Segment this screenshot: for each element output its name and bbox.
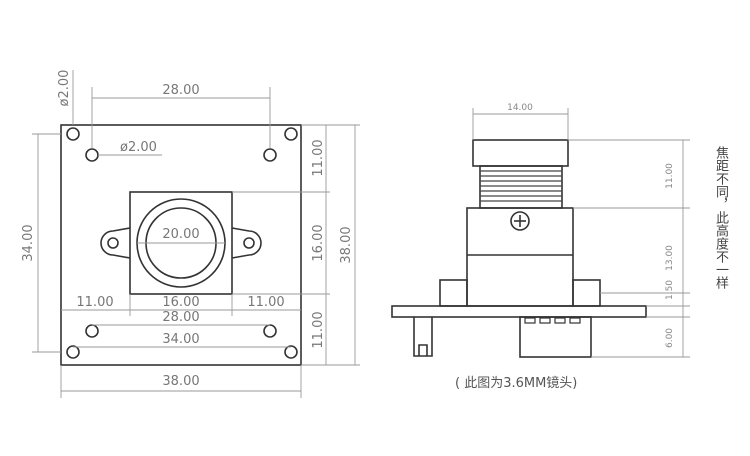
- mount-hole-top-right: [284, 127, 298, 141]
- dim-bottom-outer-hole-spacing: 34.00: [162, 332, 199, 347]
- lens-holder-square: [129, 191, 233, 295]
- ear-hole-right: [243, 237, 255, 249]
- front-view: 28.00 ø2.00 ø2.00 20.00 34.00 11.00 16.0…: [21, 70, 360, 398]
- lens-cap: [472, 139, 569, 167]
- focal-length-note: 焦距不同，此高度不一样: [713, 146, 728, 289]
- dim-bottom-hole-spacing: 28.00: [162, 310, 199, 325]
- side-view-caption: ( 此图为3.6MM镜头): [455, 376, 577, 391]
- mount-hole-bottom-left: [66, 345, 80, 359]
- dim-top-hole-spacing: 28.00: [162, 83, 199, 98]
- lens-holder-ear-left: [100, 227, 131, 259]
- dim-board-height: 38.00: [339, 226, 354, 263]
- left-pin: [413, 317, 433, 357]
- dim-connector-height: 6.00: [665, 328, 675, 348]
- dim-pcb-thickness: 1.50: [665, 280, 675, 300]
- holder-ear-left: [439, 279, 468, 307]
- lens-thread: [479, 165, 563, 209]
- dim-mount-hole-diameter: ø2.00: [57, 70, 72, 107]
- lens-holder-ear-right: [231, 227, 262, 259]
- dim-lens-width: 14.00: [507, 103, 533, 113]
- dim-lens-diameter: 20.00: [162, 227, 199, 242]
- ear-hole-left: [107, 237, 119, 249]
- screw-icon: [510, 211, 530, 231]
- dim-board-width: 38.00: [162, 374, 199, 389]
- dim-right-segment-bottom: 11.00: [311, 311, 326, 348]
- dim-lens-height: 11.00: [665, 163, 675, 189]
- connector-body: [519, 316, 592, 358]
- holder-ear-right: [572, 279, 601, 307]
- inner-hole-top-right: [263, 148, 277, 162]
- dim-left-hole-spacing: 34.00: [21, 224, 36, 261]
- dim-bottom-segment-right: 11.00: [247, 295, 284, 310]
- mount-hole-top-left: [66, 127, 80, 141]
- dim-bottom-segment-mid: 16.00: [162, 295, 199, 310]
- mount-hole-bottom-right: [284, 345, 298, 359]
- inner-hole-top-left: [85, 148, 99, 162]
- dim-right-segment-mid: 16.00: [311, 224, 326, 261]
- inner-hole-bottom-left: [85, 324, 99, 338]
- dim-inner-hole-diameter: ø2.00: [120, 140, 157, 155]
- dim-bottom-segment-left: 11.00: [76, 295, 113, 310]
- dim-right-segment-top: 11.00: [311, 139, 326, 176]
- dim-holder-height: 13.00: [665, 245, 675, 271]
- pcb-side: [391, 305, 647, 318]
- side-view: 14.00 11.00 13.00 1.50 6.00 ( 此图为3.6MM镜头…: [391, 103, 690, 391]
- inner-hole-bottom-right: [263, 324, 277, 338]
- pcb-board-outline: [60, 124, 302, 366]
